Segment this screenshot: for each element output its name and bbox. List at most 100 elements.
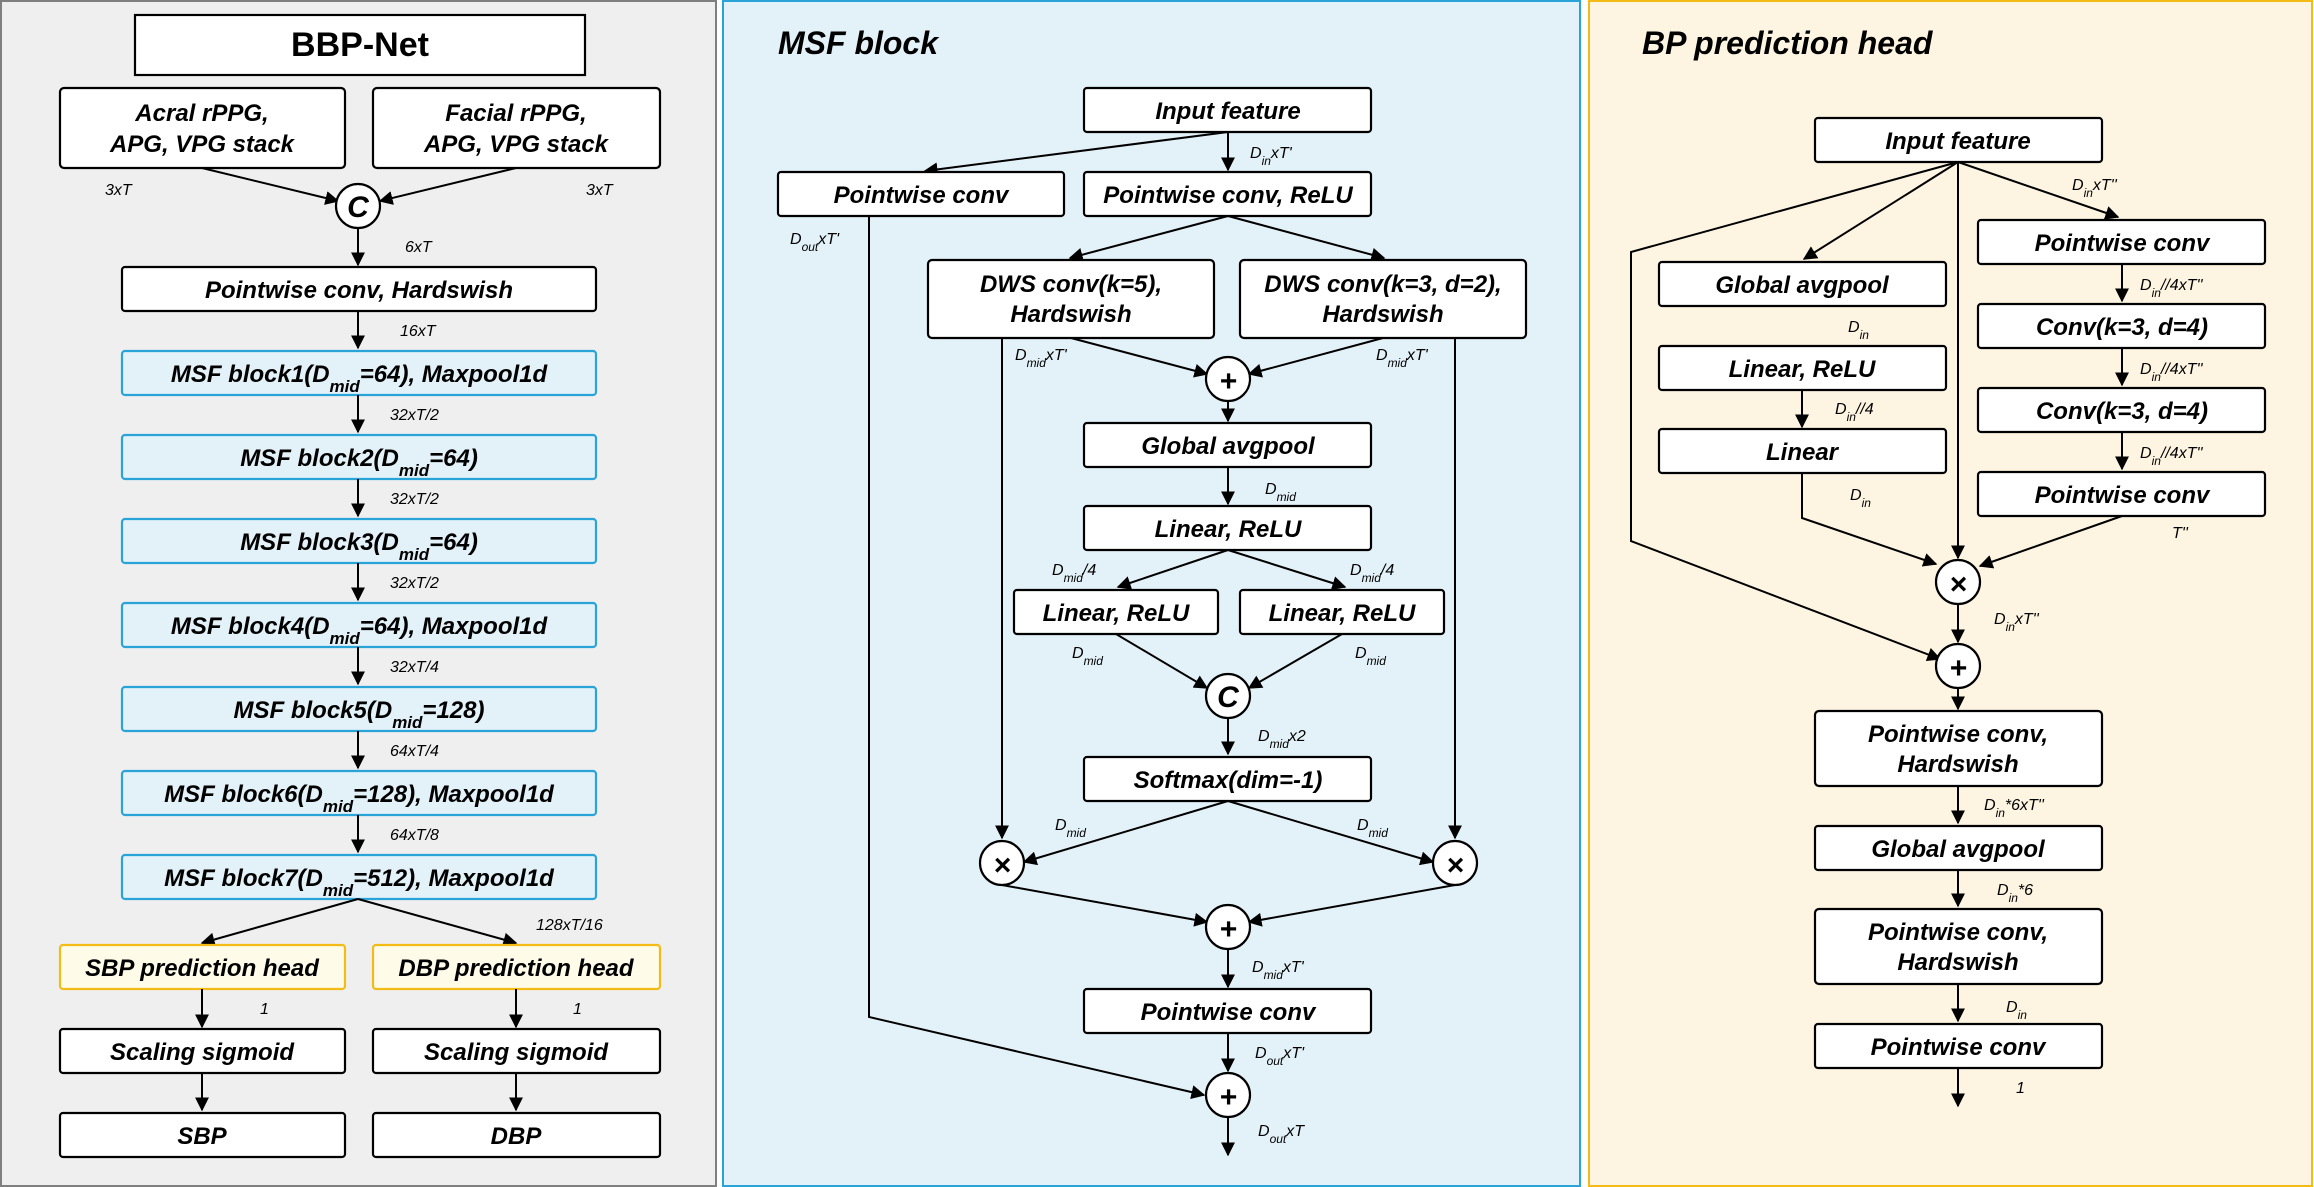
bp-linear: Linear (1766, 439, 1840, 466)
bp-dim-gap1: Din (1848, 319, 1869, 342)
msf-pointwise-relu: Pointwise conv, ReLU (1103, 182, 1353, 209)
svg-text:MSF block2(Dmid=64): MSF block2(Dmid=64) (240, 445, 478, 480)
right-diagram: BP prediction head Input feature DinxT''… (1630, 25, 2267, 1108)
msf-dim-gap: Dmid (1265, 481, 1296, 504)
facial-input-box (371, 86, 662, 170)
msf-dim-out-skip: DoutxT' (790, 231, 840, 254)
dim-block-3: 32xT/2 (390, 575, 439, 592)
left-diagram: BBP-Net Acral rPPG, APG, VPG stack Facia… (58, 13, 662, 1159)
svg-text:MSF block7(Dmid=512), Maxpool1: MSF block7(Dmid=512), Maxpool1d (164, 865, 555, 900)
pointwise-hardswish-label: Pointwise conv, Hardswish (205, 277, 513, 304)
scaling-sigmoid-dbp: Scaling sigmoid (424, 1039, 609, 1066)
sbp-output: SBP (177, 1123, 227, 1150)
acral-line2: APG, VPG stack (109, 131, 296, 158)
msf-linear-relu-left: Linear, ReLU (1043, 600, 1190, 627)
bp-times: × (1949, 568, 1967, 601)
msf-times-left: × (993, 849, 1011, 882)
dim-sbp-head: 1 (260, 1001, 269, 1018)
msf-concat-symbol: C (1217, 681, 1240, 714)
msf-dim-mid4-left: Dmid/4 (1052, 562, 1096, 585)
bp-pwh2-line1: Pointwise conv, (1868, 919, 2048, 946)
concat-symbol: C (347, 191, 370, 224)
msf-dim-lr-right: Dmid (1355, 645, 1386, 668)
dbp-output-box (371, 1111, 662, 1159)
svg-text:MSF block1(Dmid=64), Maxpool1d: MSF block1(Dmid=64), Maxpool1d (171, 361, 549, 396)
dbp-output: DBP (491, 1123, 543, 1150)
dim-block-6: 64xT/8 (390, 827, 439, 844)
bp-conv1: Conv(k=3, d=4) (2036, 314, 2208, 341)
bp-pw1: Pointwise conv (2035, 230, 2211, 257)
facial-line1: Facial rPPG, (445, 100, 586, 127)
msf-dim-final: DoutxT (1258, 1123, 1305, 1146)
bp-dim-lr: Din//4 (1835, 401, 1874, 424)
bp-dim-in: DinxT'' (2072, 177, 2118, 200)
bp-dim-mul: DinxT'' (1994, 611, 2040, 634)
msf-dim-dws5: DmidxT' (1015, 347, 1068, 370)
bp-pwh-line2: Hardswish (1897, 751, 2018, 778)
dim-block-5: 64xT/4 (390, 743, 439, 760)
dws3-line1: DWS conv(k=3, d=2), (1264, 271, 1501, 298)
msf-gap: Global avgpool (1141, 433, 1316, 460)
svg-text:MSF block3(Dmid=64): MSF block3(Dmid=64) (240, 529, 478, 564)
bp-input-label: Input feature (1885, 128, 2030, 155)
dim-block-4: 32xT/4 (390, 659, 439, 676)
msf-linear-relu-right: Linear, ReLU (1269, 600, 1416, 627)
msf-block-6: MSF block6(Dmid=128), Maxpool1d 64xT/8 (120, 769, 598, 854)
msf-block-4: MSF block4(Dmid=64), Maxpool1d 32xT/4 (120, 601, 598, 686)
bp-gap2: Global avgpool (1871, 836, 2046, 863)
dim-block-2: 32xT/2 (390, 491, 439, 508)
dim-block-1: 32xT/2 (390, 407, 439, 424)
acral-line1: Acral rPPG, (134, 100, 268, 127)
bp-dim-gap2: Din*6 (1997, 882, 2033, 905)
bp-pw2: Pointwise conv (2035, 482, 2211, 509)
sbp-output-box (58, 1111, 347, 1159)
msf-block-5: MSF block5(Dmid=128) 64xT/4 (120, 685, 598, 770)
dws5-line1: DWS conv(k=5), (980, 271, 1162, 298)
bp-dim-pwh2: Din (2006, 999, 2027, 1022)
sbp-head-label: SBP prediction head (85, 955, 320, 982)
svg-text:MSF block4(Dmid=64), Maxpool1d: MSF block4(Dmid=64), Maxpool1d (171, 613, 549, 648)
bp-dim-conv1: Din//4xT'' (2140, 361, 2204, 384)
bp-linear-relu: Linear, ReLU (1729, 356, 1876, 383)
msf-block-7: MSF block7(Dmid=512), Maxpool1d (120, 853, 598, 901)
bp-conv2: Conv(k=3, d=4) (2036, 398, 2208, 425)
msf-dim-lr-left: Dmid (1072, 645, 1103, 668)
msf-plus-3: + (1219, 1081, 1237, 1114)
msf-block-title: MSF block (778, 25, 940, 61)
dim-concat: 6xT (405, 239, 433, 256)
msf-pointwise-final: Pointwise conv (1141, 999, 1317, 1026)
msf-dim-pw-out: DoutxT' (1255, 1045, 1305, 1068)
msf-times-right: × (1446, 849, 1464, 882)
msf-pointwise-conv-box (776, 170, 1066, 218)
dbp-head-label: DBP prediction head (398, 955, 634, 982)
bp-plus: + (1949, 652, 1967, 685)
msf-input-label: Input feature (1155, 98, 1300, 125)
msf-dim-sum: DmidxT' (1252, 959, 1305, 982)
msf-softmax: Softmax(dim=-1) (1134, 767, 1323, 794)
bp-pwh-line1: Pointwise conv, (1868, 721, 2048, 748)
msf-dim-dws3: DmidxT' (1376, 347, 1429, 370)
dim-pointwise: 16xT (400, 323, 437, 340)
bbp-net-title: BBP-Net (291, 26, 429, 64)
bp-gap1-box (1657, 260, 1948, 308)
msf-dim-sm-right: Dmid (1357, 817, 1388, 840)
facial-line2: APG, VPG stack (423, 131, 610, 158)
msf-block-1: MSF block1(Dmid=64), Maxpool1d 32xT/2 (120, 349, 598, 434)
msf-plus-2: + (1219, 913, 1237, 946)
dim-dbp-head: 1 (573, 1001, 582, 1018)
msf-dim-in: DinxT' (1250, 145, 1293, 168)
dim-facial: 3xT (586, 182, 614, 199)
bp-head-title: BP prediction head (1642, 25, 1934, 61)
dws5-line2: Hardswish (1010, 301, 1131, 328)
msf-block-3: MSF block3(Dmid=64) 32xT/2 (120, 517, 598, 602)
msf-dim-sm-left: Dmid (1055, 817, 1086, 840)
svg-text:MSF block6(Dmid=128), Maxpool1: MSF block6(Dmid=128), Maxpool1d (164, 781, 555, 816)
dim-acral: 3xT (105, 182, 133, 199)
bp-pwh2-line2: Hardswish (1897, 949, 2018, 976)
bp-gap1: Global avgpool (1715, 272, 1890, 299)
bp-pw-final: Pointwise conv (1871, 1034, 2047, 1061)
svg-text:MSF block5(Dmid=128): MSF block5(Dmid=128) (234, 697, 485, 732)
bp-dim-final: 1 (2016, 1080, 2025, 1097)
msf-linear-relu: Linear, ReLU (1155, 516, 1302, 543)
